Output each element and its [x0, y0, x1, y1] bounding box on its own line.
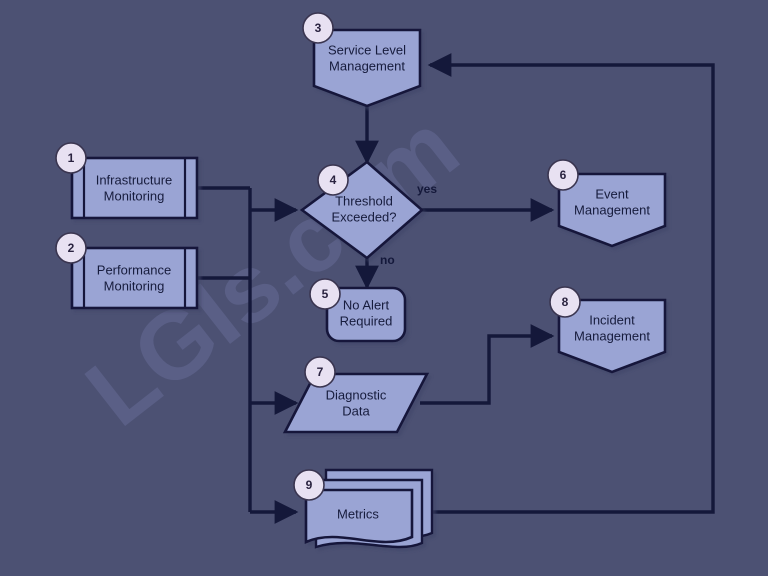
node-4-body[interactable]	[299, 160, 424, 260]
badge-8: 8	[549, 286, 581, 318]
node-7-body[interactable]	[282, 372, 430, 434]
node-2-body[interactable]	[70, 246, 199, 310]
badge-3-circle	[302, 12, 334, 44]
node-1-body[interactable]	[70, 156, 199, 220]
node-service-level-management[interactable]: Service Level Management	[312, 28, 422, 108]
node-6-body[interactable]	[557, 172, 667, 248]
node-performance-monitoring[interactable]: Performance Monitoring	[70, 246, 199, 310]
node-infrastructure-monitoring[interactable]: Infrastructure Monitoring	[70, 156, 199, 220]
node-diagnostic-data[interactable]: Diagnostic Data	[282, 372, 430, 434]
badge-4-circle	[317, 164, 349, 196]
badge-1-circle	[55, 142, 87, 174]
connectors	[197, 53, 715, 524]
edge-label-no: no	[380, 253, 395, 267]
edge-diagnostic-to-incident	[420, 324, 555, 405]
badge-7: 7	[304, 356, 336, 388]
badge-5-circle	[309, 278, 341, 310]
node-3-body[interactable]	[312, 28, 422, 108]
badge-7-circle	[304, 356, 336, 388]
badge-6: 6	[547, 159, 579, 191]
node-9-sheet-front[interactable]	[304, 488, 414, 544]
badge-1: 1	[55, 142, 87, 174]
node-8-body[interactable]	[557, 298, 667, 374]
badge-2: 2	[55, 232, 87, 264]
badge-9: 9	[293, 469, 325, 501]
node-metrics[interactable]: Metrics	[304, 468, 434, 549]
node-5-body[interactable]	[325, 286, 407, 343]
badge-6-circle	[547, 159, 579, 191]
badge-8-circle	[549, 286, 581, 318]
edge-label-yes: yes	[417, 182, 437, 196]
badge-3: 3	[302, 12, 334, 44]
edge-metrics-feedback-to-slm	[427, 53, 715, 514]
badge-4: 4	[317, 164, 349, 196]
badge-2-circle	[55, 232, 87, 264]
badge-5: 5	[309, 278, 341, 310]
badge-9-circle	[293, 469, 325, 501]
